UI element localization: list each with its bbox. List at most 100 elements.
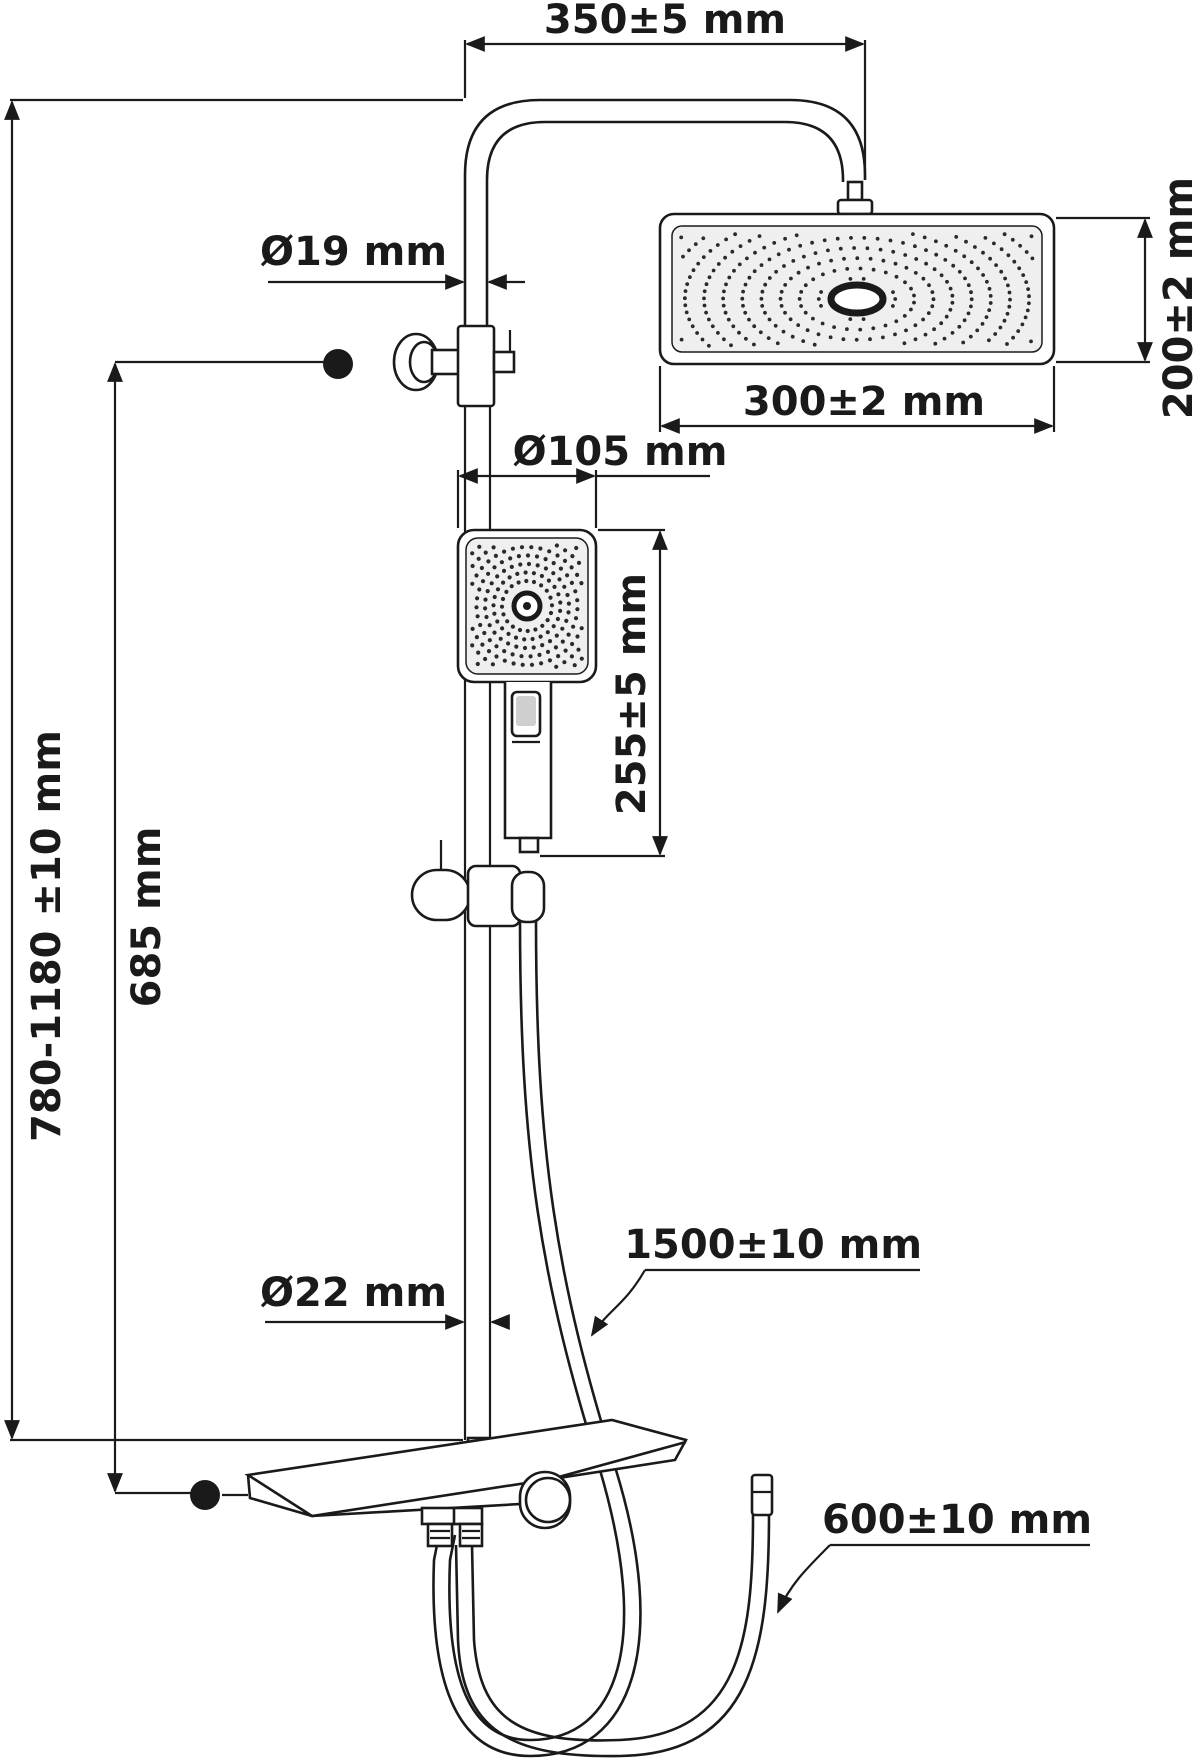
spray-nozzle <box>531 645 536 650</box>
spray-nozzle <box>747 317 751 322</box>
spray-nozzle <box>816 297 821 301</box>
spray-nozzle <box>707 343 711 348</box>
spray-nozzle <box>826 248 830 253</box>
spray-nozzle <box>549 603 555 608</box>
spray-nozzle <box>914 257 919 261</box>
spray-nozzle <box>1024 250 1029 254</box>
spray-nozzle <box>500 596 506 602</box>
spray-nozzle <box>968 334 973 339</box>
spray-nozzle <box>732 268 736 273</box>
spray-nozzle <box>684 310 689 315</box>
spray-nozzle <box>888 238 893 243</box>
spray-nozzle <box>574 545 579 551</box>
spray-nozzle <box>470 643 475 648</box>
spray-nozzle <box>562 660 567 665</box>
spray-nozzle <box>573 589 578 594</box>
spray-nozzle <box>903 280 907 285</box>
spray-nozzle <box>495 587 501 592</box>
spray-nozzle <box>810 240 814 245</box>
spray-nozzle <box>551 561 556 566</box>
spray-nozzle <box>687 248 691 253</box>
spray-nozzle <box>881 258 886 263</box>
spray-nozzle <box>858 266 863 271</box>
spray-nozzle <box>921 276 926 281</box>
spray-nozzle <box>957 324 962 329</box>
spray-nozzle <box>576 560 582 566</box>
spray-nozzle <box>483 656 488 662</box>
spray-nozzle <box>1029 234 1034 239</box>
spray-nozzle <box>950 331 955 335</box>
spray-nozzle <box>486 649 492 654</box>
total-height-label: 780-1180 ±10 mm <box>24 730 70 1142</box>
spray-nozzle <box>511 661 516 666</box>
wall-bracket <box>392 324 516 408</box>
spray-nozzle <box>788 317 793 322</box>
spray-nozzle <box>999 269 1004 274</box>
spray-nozzle <box>934 239 938 244</box>
spray-nozzle <box>758 330 763 335</box>
spray-nozzle <box>476 556 481 561</box>
spray-nozzle <box>729 343 733 348</box>
spray-nozzle <box>757 234 762 239</box>
spray-nozzle <box>902 341 907 346</box>
spray-nozzle <box>923 332 928 337</box>
spray-nozzle <box>797 297 802 301</box>
spray-nozzle <box>852 246 856 250</box>
spray-nozzle <box>522 637 527 642</box>
spray-nozzle <box>524 578 529 584</box>
spray-nozzle <box>988 301 993 305</box>
spray-nozzle <box>565 592 570 598</box>
spray-nozzle <box>819 304 823 308</box>
spray-nozzle <box>893 261 898 266</box>
spray-nozzle <box>493 553 498 559</box>
spray-nozzle <box>891 304 895 308</box>
spray-nozzle <box>724 237 728 242</box>
spray-nozzle <box>477 587 482 592</box>
overhead-width-label: 300±2 mm <box>743 379 985 425</box>
spray-nozzle <box>556 592 561 597</box>
spray-nozzle <box>744 336 748 341</box>
spray-nozzle <box>903 253 908 257</box>
lower-pipe-diameter-label: Ø22 mm <box>260 1270 447 1316</box>
spray-nozzle <box>976 266 980 271</box>
spray-nozzle <box>687 317 692 322</box>
spray-nozzle <box>519 654 524 659</box>
spray-nozzle <box>516 554 522 559</box>
spray-nozzle <box>1006 253 1011 258</box>
spray-nozzle <box>743 310 748 315</box>
spray-nozzle <box>563 648 568 653</box>
spray-nozzle <box>551 571 556 576</box>
spray-nozzle <box>575 598 580 603</box>
spray-nozzle <box>894 274 899 279</box>
spray-nozzle <box>518 562 523 567</box>
spray-nozzle <box>932 267 937 272</box>
spray-nozzle <box>816 332 821 337</box>
spray-nozzle <box>832 269 837 273</box>
overhead-depth-label: 200±2 mm <box>1156 177 1200 419</box>
spray-nozzle <box>479 565 484 571</box>
spray-nozzle <box>912 293 916 298</box>
spray-nozzle <box>693 242 698 247</box>
spray-nozzle <box>723 310 728 315</box>
spray-nozzle <box>790 334 795 339</box>
spray-nozzle <box>539 661 544 666</box>
spray-nozzle <box>492 611 497 616</box>
spray-nozzle <box>829 258 833 263</box>
spray-nozzle <box>924 261 928 266</box>
spray-nozzle <box>806 265 810 270</box>
spray-nozzle <box>998 325 1003 330</box>
spray-nozzle <box>575 607 580 612</box>
spray-nozzle <box>484 614 489 620</box>
spray-nozzle <box>774 269 778 274</box>
overhead-shower <box>658 212 1056 366</box>
spray-nozzle <box>724 282 728 287</box>
spray-nozzle <box>944 243 949 248</box>
spray-nozzle <box>530 636 535 642</box>
spray-nozzle <box>737 330 741 335</box>
spray-nozzle <box>1016 329 1021 333</box>
spray-nozzle <box>1002 318 1007 323</box>
spray-nozzle <box>942 336 947 341</box>
spray-nozzle <box>499 604 505 609</box>
spray-nozzle <box>912 300 916 305</box>
spray-nozzle <box>1018 243 1022 248</box>
